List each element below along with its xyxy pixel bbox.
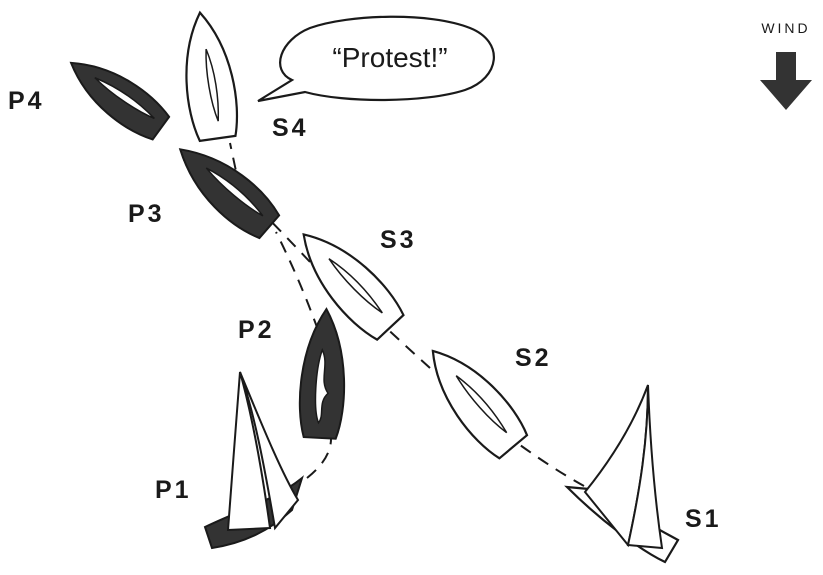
label-s4: S4 xyxy=(272,114,309,142)
boat-s2-sail xyxy=(455,375,508,434)
wind-arrow-icon xyxy=(760,52,812,110)
label-s1: S1 xyxy=(685,505,722,533)
boat-s3-sail xyxy=(328,258,383,314)
boat-s2 xyxy=(431,349,529,460)
boat-p1-jib xyxy=(239,371,300,531)
boat-p2 xyxy=(298,307,346,440)
label-p4: P4 xyxy=(8,87,45,115)
speech-bubble-outline xyxy=(257,15,495,103)
speech-bubble: “Protest!” xyxy=(257,15,495,103)
starboard-track xyxy=(229,142,585,487)
boat-s1-mainsail xyxy=(626,384,664,550)
boat-s3 xyxy=(302,233,405,341)
label-p3: P3 xyxy=(128,200,165,228)
speech-bubble-text: “Protest!” xyxy=(332,42,447,73)
boat-p2-sail xyxy=(314,347,330,425)
boat-p1-mainsail xyxy=(226,371,272,532)
boat-s4-sail xyxy=(205,48,220,122)
wind-indicator: WIND xyxy=(760,20,812,110)
label-p1: P1 xyxy=(155,476,192,504)
boat-p4-hull xyxy=(69,61,171,141)
boat-p4 xyxy=(69,61,171,141)
boat-p3-sail xyxy=(205,167,264,217)
label-s3: S3 xyxy=(380,226,417,254)
label-p2: P2 xyxy=(238,316,275,344)
label-s2: S2 xyxy=(515,344,552,372)
boat-p4-sail xyxy=(94,77,155,120)
wind-label: WIND xyxy=(761,20,810,36)
boat-s1 xyxy=(564,384,680,564)
boat-p1 xyxy=(203,371,304,550)
boat-s4 xyxy=(185,10,239,143)
boat-p3 xyxy=(178,148,281,240)
boat-p3-hull xyxy=(178,148,281,240)
